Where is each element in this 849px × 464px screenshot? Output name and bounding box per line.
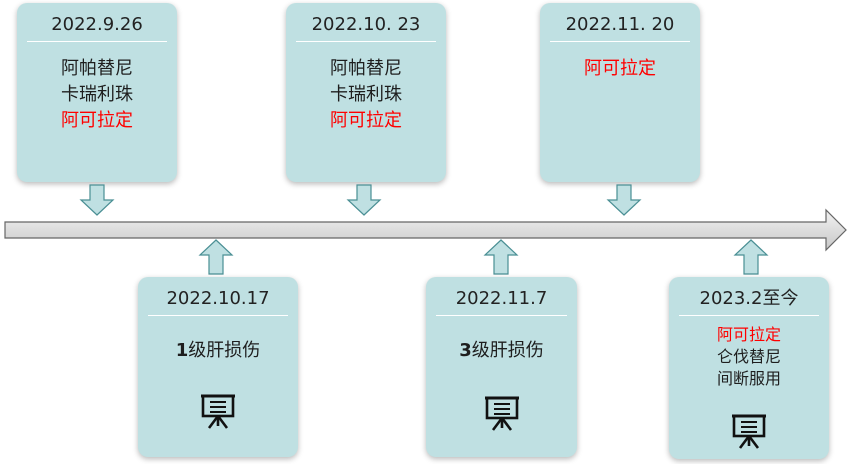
event-date: 2022.10.17 [148,277,288,316]
event-date: 2023.2至今 [679,277,819,316]
event-card-above-1: 2022.9.26 阿帕替尼 卡瑞利珠 阿可拉定 [17,3,177,182]
event-line: 仑伐替尼 [716,347,781,366]
grade-number: 3 [459,340,472,361]
event-date: 2022.11. 20 [550,3,690,42]
event-line: 级肝损伤 [188,340,261,361]
event-line: 卡瑞利珠 [61,84,133,105]
timeline-arrow [4,208,847,252]
event-date: 2022.11.7 [436,277,567,316]
event-line: 阿帕替尼 [330,58,402,79]
down-arrow-icon [346,184,382,216]
event-date: 2022.10. 23 [296,3,436,42]
event-line: 级肝损伤 [471,340,544,361]
event-card-below-1: 2022.10.17 1级肝损伤 [138,277,298,457]
event-line-highlight: 阿可拉定 [330,110,402,131]
event-line-highlight: 阿可拉定 [716,325,781,344]
event-card-below-2: 2022.11.7 3级肝损伤 [426,277,577,457]
event-date: 2022.9.26 [27,3,167,42]
up-arrow-icon [483,239,519,275]
event-card-below-3: 2023.2至今 阿可拉定 仑伐替尼 间断服用 [669,277,829,459]
event-card-above-2: 2022.10. 23 阿帕替尼 卡瑞利珠 阿可拉定 [286,3,446,182]
down-arrow-icon [606,184,642,216]
grade-number: 1 [175,340,189,361]
event-line-highlight: 阿可拉定 [61,110,133,131]
event-card-above-3: 2022.11. 20 阿可拉定 [540,3,700,182]
event-line: 间断服用 [716,369,781,388]
event-line-highlight: 阿可拉定 [584,58,656,79]
presentation-board-icon [201,394,235,429]
up-arrow-icon [198,239,234,275]
event-line: 卡瑞利珠 [330,84,402,105]
presentation-board-icon [732,414,766,449]
up-arrow-icon [733,239,769,275]
presentation-board-icon [484,396,519,431]
event-line: 阿帕替尼 [61,58,133,79]
down-arrow-icon [79,184,115,216]
